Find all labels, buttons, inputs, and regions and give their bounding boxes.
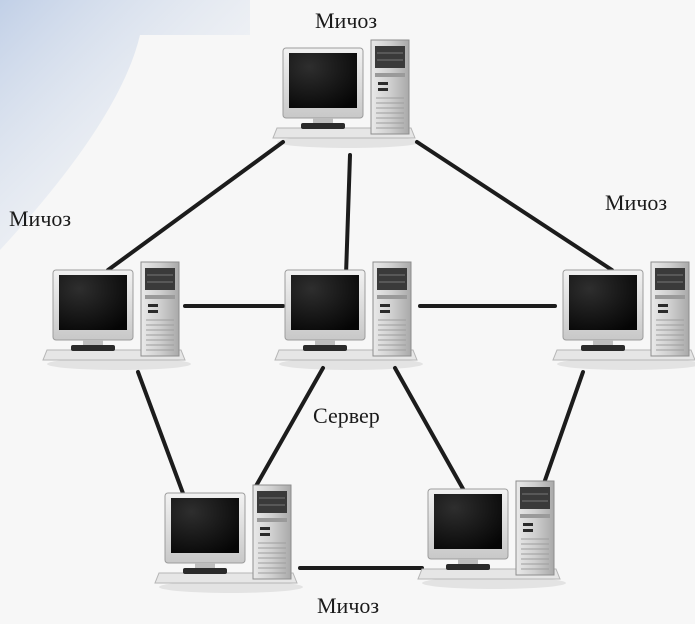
server-label: Сервер xyxy=(313,403,380,428)
network-cables xyxy=(106,140,614,570)
client-computer-icon-left xyxy=(42,261,191,370)
client-computer-icon-bottom-left xyxy=(154,484,303,593)
client-computer-icon-bottom-right xyxy=(417,480,566,589)
client-label-left: Мичоз xyxy=(9,206,72,231)
cable-left-bottom-left xyxy=(136,370,186,498)
client-label-bottom: Мичоз xyxy=(317,593,380,618)
client-label-right: Мичоз xyxy=(605,190,668,215)
cable-top-left xyxy=(106,140,285,272)
background-corner-decoration xyxy=(0,0,250,250)
cable-server-bottom-right xyxy=(393,366,469,498)
client-computer-icon-top xyxy=(272,39,421,148)
client-label-top: Мичоз xyxy=(315,8,378,33)
cable-right-bottom-right xyxy=(541,370,585,488)
computers xyxy=(42,39,695,593)
cable-top-server xyxy=(344,153,352,277)
cable-top-right xyxy=(415,140,614,272)
server-computer-icon-server xyxy=(274,261,423,370)
cable-server-bottom-left xyxy=(254,366,325,488)
client-computer-icon-right xyxy=(552,261,695,370)
